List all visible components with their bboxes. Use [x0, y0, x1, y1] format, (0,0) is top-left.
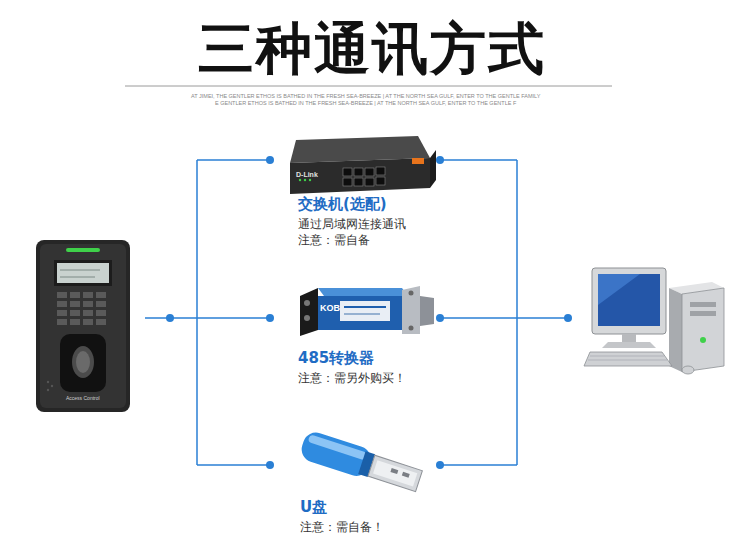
brand-logo: D-Link: [296, 171, 318, 179]
title: 三种通讯方式: [198, 12, 546, 88]
device-caption: 交换机(选配) 通过局域网连接通讯注意：需自备: [298, 194, 408, 250]
usb-drive: [298, 429, 423, 495]
device-name: 485转换器: [298, 348, 408, 368]
device-note: 注意：需另外购买！: [298, 370, 408, 386]
device-note: 注意：需自备！: [300, 519, 386, 535]
device-caption: 485转换器注意：需另外购买！: [298, 348, 408, 388]
device-name: 交换机(选配): [298, 194, 408, 214]
rs485-converter: [300, 286, 434, 336]
device-note: 通过局域网连接通讯: [298, 216, 408, 232]
watermark-text: AT JIMEI, THE GENTLER ETHOS IS BATHED IN…: [191, 93, 540, 99]
wire-dots: [166, 156, 572, 469]
network-switch: [290, 136, 436, 194]
brand-logo: KOB: [320, 304, 340, 314]
device-name: U盘: [300, 497, 386, 517]
access-device: [36, 240, 130, 412]
device-note: 注意：需自备: [298, 232, 408, 248]
device-label: Access Control: [66, 396, 100, 402]
wiring: [145, 160, 568, 465]
header-rule: [125, 86, 612, 87]
device-caption: U盘注意：需自备！: [300, 497, 386, 537]
desktop-computer: [584, 268, 724, 374]
watermark-text: E GENTLER ETHOS IS BATHED IN THE FRESH S…: [215, 100, 516, 106]
